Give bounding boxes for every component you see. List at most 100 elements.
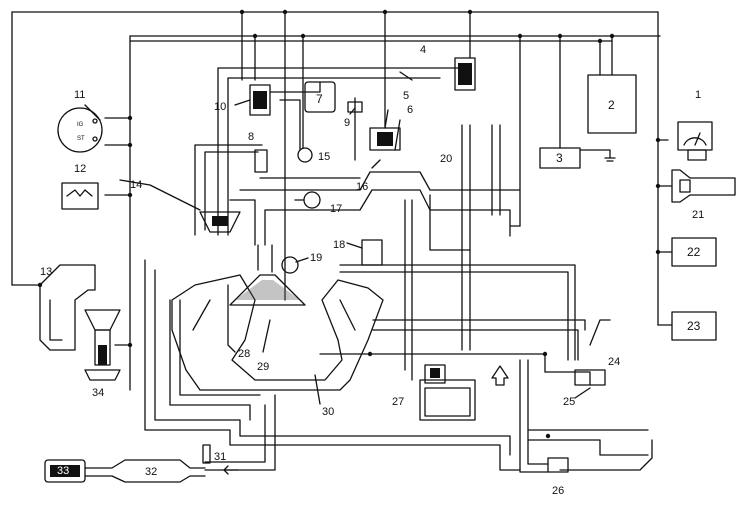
leader-14 bbox=[119, 179, 201, 211]
callout-17: 17 bbox=[330, 203, 342, 215]
solenoid-10-core bbox=[253, 91, 267, 109]
callout-15: 15 bbox=[318, 151, 330, 163]
switch-12 bbox=[61, 182, 99, 210]
sensor-13-inner bbox=[49, 299, 63, 341]
leader-16 bbox=[371, 159, 381, 169]
leader-28 bbox=[227, 284, 236, 353]
exhaust-flow-arrow bbox=[223, 465, 239, 475]
meter-26 bbox=[547, 457, 569, 473]
hose-18-25 bbox=[339, 264, 576, 361]
pipe-lower-c bbox=[169, 299, 261, 421]
unit-22 bbox=[671, 237, 717, 267]
solenoid-4 bbox=[454, 57, 476, 91]
engine-detail-2 bbox=[339, 299, 356, 331]
callout-1: 1 bbox=[695, 89, 701, 101]
air-duct-pipe bbox=[519, 359, 549, 473]
wire-25-end bbox=[544, 371, 591, 386]
pump-27-core bbox=[430, 368, 440, 378]
fuel-line-vertical bbox=[461, 124, 471, 351]
hose-to-27 bbox=[429, 194, 471, 251]
callout-21: 21 bbox=[692, 209, 704, 221]
callout-6: 6 bbox=[407, 104, 413, 116]
leader-4 bbox=[399, 71, 413, 81]
valve-5-core bbox=[377, 132, 393, 146]
valve-34-top bbox=[84, 309, 121, 331]
switch-terminal-st bbox=[92, 136, 98, 142]
leader-18 bbox=[346, 242, 363, 249]
leader-11 bbox=[84, 104, 101, 121]
callout-22: 22 bbox=[687, 245, 701, 259]
valve-34-core bbox=[98, 345, 107, 365]
callout-28: 28 bbox=[238, 348, 250, 360]
sensor-31 bbox=[202, 444, 211, 464]
leader-25 bbox=[574, 387, 591, 399]
duct-to-26 bbox=[527, 429, 649, 456]
fuel-tank-27 bbox=[419, 379, 476, 421]
leader-5 bbox=[384, 109, 389, 129]
callout-4: 4 bbox=[420, 44, 426, 56]
lamp-21-bulb bbox=[679, 179, 691, 193]
callout-24: 24 bbox=[608, 356, 620, 368]
callout-33: 33 bbox=[57, 465, 69, 477]
callout-16: 16 bbox=[356, 181, 368, 193]
callout-3: 3 bbox=[556, 151, 563, 165]
callout-30: 30 bbox=[322, 406, 334, 418]
leader-10 bbox=[234, 99, 251, 106]
hose-10-7 bbox=[269, 81, 321, 93]
plenum-neck bbox=[257, 244, 273, 273]
pump-27 bbox=[424, 364, 446, 384]
sensor-19 bbox=[281, 256, 299, 274]
flow-arrow bbox=[491, 365, 509, 386]
leader-9 bbox=[349, 107, 356, 115]
hose-upper-b bbox=[227, 77, 441, 236]
intake-tube-upper bbox=[229, 189, 511, 246]
engine-detail-1 bbox=[192, 299, 211, 331]
callout-2: 2 bbox=[608, 98, 615, 112]
switch-text-ig: IG bbox=[77, 122, 84, 128]
callout-25: 25 bbox=[563, 396, 575, 408]
valve-14 bbox=[199, 211, 241, 233]
callout-12: 12 bbox=[74, 163, 86, 175]
leader-30 bbox=[314, 374, 321, 405]
callout-14: 14 bbox=[130, 179, 142, 191]
filter-9 bbox=[347, 101, 363, 113]
muffler-33-body bbox=[44, 459, 86, 483]
leader-19 bbox=[295, 257, 309, 263]
callout-18: 18 bbox=[333, 239, 345, 251]
hose-to-25 bbox=[372, 319, 586, 331]
duct-26-outer bbox=[559, 439, 653, 471]
hose-to-25b bbox=[372, 329, 579, 361]
callout-9: 9 bbox=[344, 117, 350, 129]
hose-8b bbox=[204, 151, 259, 231]
plenum bbox=[229, 274, 306, 306]
callout-29: 29 bbox=[257, 361, 269, 373]
nozzle-24 bbox=[589, 319, 611, 346]
leader-6 bbox=[394, 119, 401, 151]
pipe-lower-b bbox=[154, 269, 511, 456]
canister-7 bbox=[304, 81, 336, 113]
hose-upper-a bbox=[217, 67, 461, 236]
sensor-13 bbox=[39, 264, 96, 351]
callout-27: 27 bbox=[392, 396, 404, 408]
callout-13: 13 bbox=[40, 266, 52, 278]
engine-block bbox=[171, 274, 384, 391]
hose-8 bbox=[194, 144, 263, 236]
switch-terminal-ig bbox=[92, 118, 98, 124]
lamp-21 bbox=[671, 169, 736, 203]
callout-34: 34 bbox=[92, 387, 104, 399]
callout-19: 19 bbox=[310, 252, 322, 264]
meter-1-needle bbox=[694, 132, 701, 146]
callout-20: 20 bbox=[440, 153, 452, 165]
valve-8 bbox=[254, 149, 268, 173]
leader-29 bbox=[262, 319, 271, 353]
valve-34-base bbox=[84, 369, 121, 381]
callout-5: 5 bbox=[403, 90, 409, 102]
unit-23 bbox=[671, 311, 717, 341]
meter-1-body bbox=[677, 121, 713, 151]
catalyst-32-body bbox=[84, 459, 206, 483]
valve-15 bbox=[297, 147, 313, 163]
fuel-tank-27-inner bbox=[424, 387, 471, 417]
callout-23: 23 bbox=[687, 319, 701, 333]
switch-12-symbol bbox=[66, 189, 93, 197]
